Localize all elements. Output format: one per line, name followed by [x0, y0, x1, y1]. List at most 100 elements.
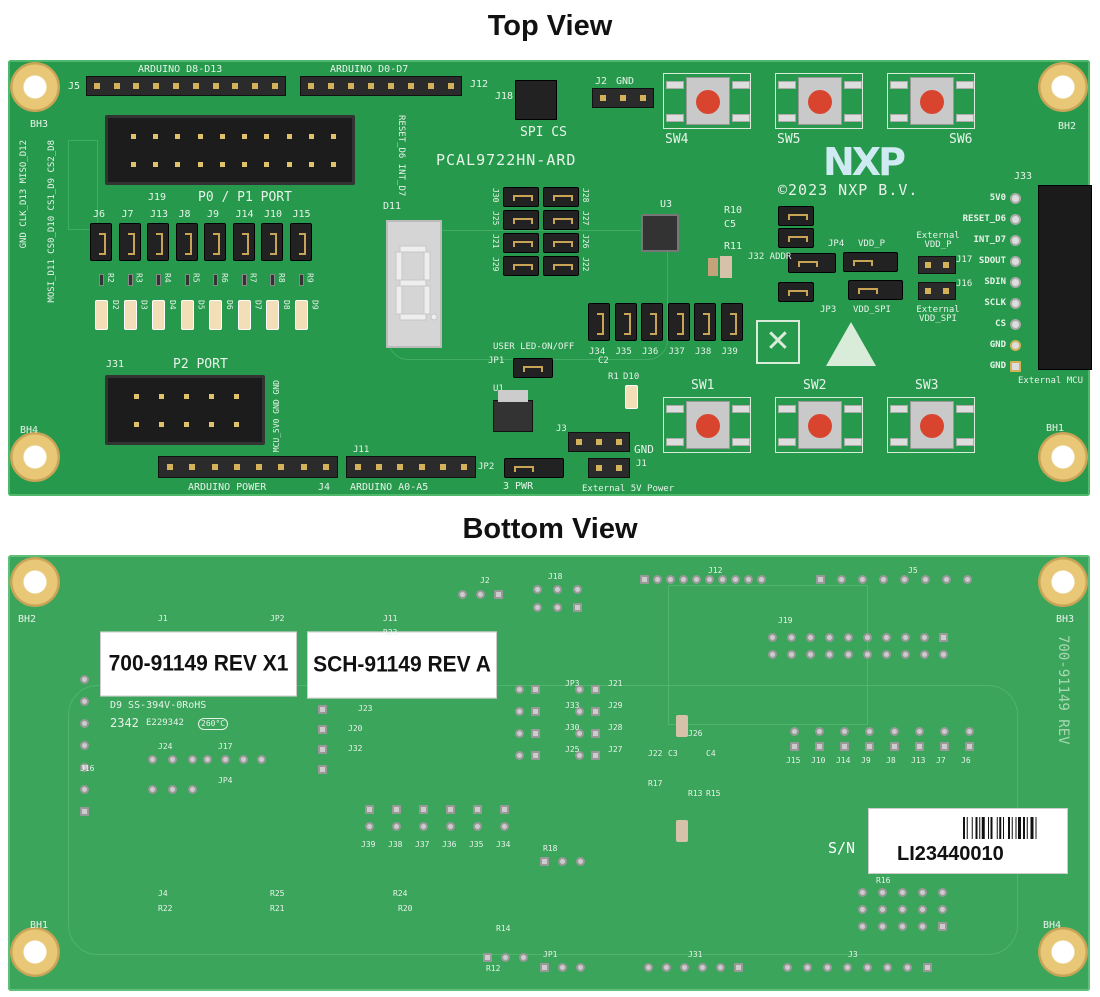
switch-label: SW5: [777, 132, 801, 147]
solder-pad: [918, 888, 927, 897]
jumper-jp2-power[interactable]: [504, 458, 564, 478]
temperature-rating: 260°C: [198, 718, 229, 730]
external-mcu-connector: [1038, 185, 1092, 370]
jumper-j14[interactable]: [232, 223, 255, 261]
silk-label: JP1: [543, 950, 558, 959]
j3-header: [568, 432, 630, 452]
jumper-label: J34: [496, 840, 511, 849]
jumper-j32-addr[interactable]: [788, 253, 836, 273]
switch-leg: [890, 114, 908, 122]
jumper-j34[interactable]: [588, 303, 610, 341]
copyright-text: ©2023 NXP B.V.: [778, 181, 919, 199]
serial-number-label: S/N: [828, 839, 856, 857]
solder-pad: [787, 650, 796, 659]
solder-pad: [148, 785, 157, 794]
barcode-bar: [1023, 817, 1025, 839]
jumper-jp1-user-led[interactable]: [513, 358, 553, 378]
jumper-j10[interactable]: [261, 223, 283, 261]
jumper-j30[interactable]: [503, 187, 539, 207]
connector-pin: [197, 134, 203, 139]
resistor: [270, 274, 275, 286]
switch-button[interactable]: [920, 90, 944, 114]
j16-label: J16: [956, 279, 973, 289]
switch-button[interactable]: [808, 90, 832, 114]
switch-button[interactable]: [696, 90, 720, 114]
solder-pad: [446, 822, 455, 831]
jumper-j35[interactable]: [614, 303, 637, 341]
arduino-d0-d7-header: [300, 76, 462, 96]
jumper-j6[interactable]: [90, 223, 112, 261]
header-pin: [192, 83, 199, 89]
barcode-bar: [963, 817, 965, 839]
connector-pin: [184, 394, 189, 399]
switch-leg: [778, 438, 796, 446]
switch-leg: [844, 438, 862, 446]
solder-pad: [419, 805, 428, 814]
connector-pin: [331, 162, 336, 167]
jumper-j37[interactable]: [667, 303, 690, 341]
resistor-label: R5: [191, 273, 201, 283]
connector-pin: [159, 394, 164, 399]
led-label: D7: [253, 300, 263, 310]
switch-sw5[interactable]: [775, 73, 863, 129]
hole-label: BH4: [1043, 920, 1062, 931]
switch-button[interactable]: [808, 414, 832, 438]
date-code: 2342: [110, 716, 139, 730]
switch-sw3[interactable]: [887, 397, 975, 453]
top-board: BH3 BH2 BH4 BH1 ARDUINO D8-D13 ARDUINO D…: [8, 60, 1092, 496]
mcu-5v0-label: MCU_5V0 GND GND: [272, 380, 281, 453]
jumper-j26[interactable]: [543, 233, 579, 253]
led-label: D8: [282, 300, 291, 310]
jumper-label: J9: [207, 209, 220, 220]
jumper-j39[interactable]: [720, 303, 743, 341]
switch-sw1[interactable]: [663, 397, 751, 453]
silk-label: J3: [848, 950, 858, 959]
hole-label: BH3: [30, 119, 49, 130]
jumper-j38[interactable]: [694, 303, 716, 341]
connector-pin: [286, 134, 292, 139]
jumper-j29[interactable]: [503, 256, 539, 276]
mcu-pin: [1010, 214, 1021, 225]
header-label: J5: [68, 81, 81, 92]
jumper-j28[interactable]: [543, 187, 579, 207]
solder-pad: [878, 905, 887, 914]
switch-sw6[interactable]: [887, 73, 975, 129]
switch-label: SW6: [949, 132, 973, 147]
switch-leg: [666, 405, 684, 413]
jumper-j24[interactable]: [778, 282, 814, 302]
jumper-j36[interactable]: [641, 303, 663, 341]
jumper-label: J10: [811, 756, 826, 765]
jp4-label: JP4: [828, 239, 845, 249]
jumper-j25[interactable]: [503, 210, 539, 230]
header-pin: [113, 83, 120, 89]
solder-pad: [221, 755, 230, 764]
jumper-label: J8: [886, 756, 896, 765]
solder-pad: [882, 633, 891, 642]
jumper-j23[interactable]: [778, 206, 814, 226]
jumper-j27[interactable]: [543, 210, 579, 230]
jumper-jp4[interactable]: [843, 252, 898, 272]
jumper-jp3[interactable]: [848, 280, 903, 300]
resistor: [99, 274, 104, 286]
switch-button[interactable]: [696, 414, 720, 438]
mcu-pin-label: GND: [989, 361, 1006, 371]
jumper-j7[interactable]: [118, 223, 141, 261]
header-pin: [189, 464, 196, 470]
switch-button[interactable]: [920, 414, 944, 438]
spi-cs-jumper-j18[interactable]: [515, 80, 557, 120]
mcu-pin: [1010, 298, 1021, 309]
jumper-j22[interactable]: [543, 256, 579, 276]
jumper-j21[interactable]: [503, 233, 539, 253]
jumper-j15[interactable]: [289, 223, 312, 261]
solder-pad: [858, 575, 867, 584]
led-label: D5: [196, 300, 206, 310]
silk-label: J5: [908, 566, 918, 575]
jumper-j13[interactable]: [147, 223, 169, 261]
bottom-board: BH2 BH3 BH1 BH4 700-91149 REV X1 SCH-911…: [8, 555, 1090, 991]
jumper-j9[interactable]: [204, 223, 226, 261]
switch-label: SW2: [803, 378, 827, 393]
jumper-j8[interactable]: [175, 223, 198, 261]
jumper-j20[interactable]: [778, 228, 814, 248]
switch-sw4[interactable]: [663, 73, 751, 129]
switch-sw2[interactable]: [775, 397, 863, 453]
